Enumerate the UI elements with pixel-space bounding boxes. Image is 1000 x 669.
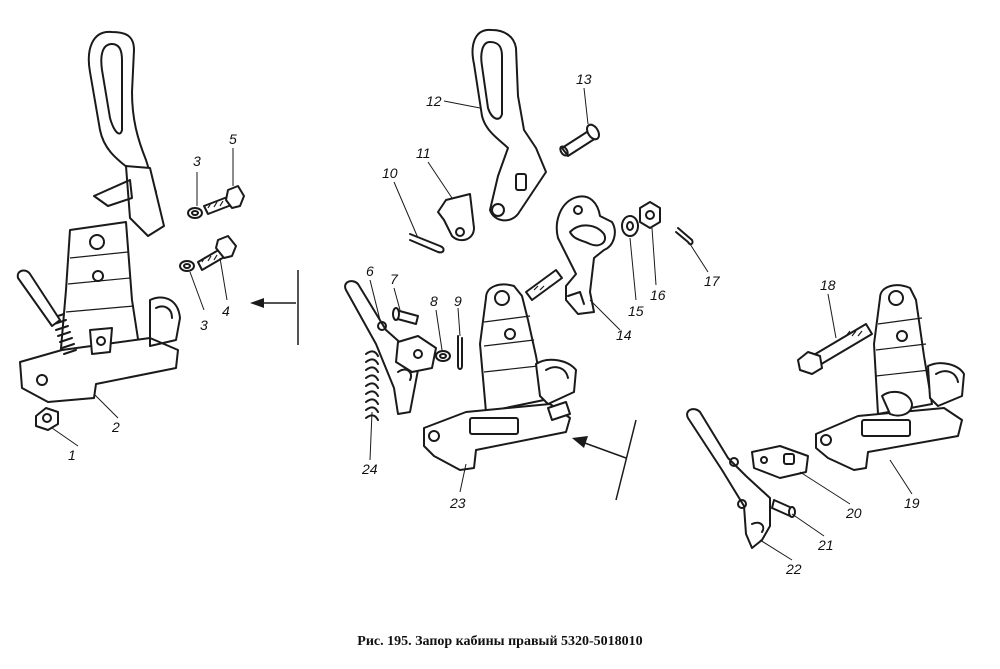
part-17-cotter-pin [675,227,694,246]
part-3-washer-upper [187,207,203,219]
label-8: 8 [430,293,438,309]
label-2: 2 [111,419,120,435]
part-24-spring [365,350,379,421]
part-20-bracket [751,445,809,479]
label-15: 15 [628,303,644,319]
part-14-hook [555,195,616,315]
part-9-cotter-pin [457,335,463,370]
label-18: 18 [820,277,836,293]
figure-caption: Рис. 195. Запор кабины правый 5320-50180… [357,634,643,649]
part-16-nut [639,201,661,229]
left-assembled-lock [16,30,181,403]
part-7-pin [392,307,419,325]
part-6-bracket [395,335,437,373]
part-18-bolt [797,323,873,375]
callout-labels: 1 2 3 3 4 5 6 7 8 9 10 11 12 13 14 15 16… [68,71,920,577]
label-14: 14 [616,327,632,343]
label-6: 6 [366,263,374,279]
label-19: 19 [904,495,920,511]
label-13: 13 [576,71,592,87]
label-17: 17 [704,273,721,289]
label-10: 10 [382,165,398,181]
part-1-nut [35,407,59,431]
part-12-handle [471,28,547,222]
label-3-upper: 3 [193,153,201,169]
assembly-arrow-left [250,270,299,345]
part-4-bolt [197,235,237,271]
part-23-lock-body [423,269,577,471]
part-5-bolt [203,185,245,215]
part-3-washer-lower [179,260,195,272]
part-10-cotter-pin [409,233,445,254]
leader-lines [51,87,913,561]
part-11-bracket-plate [437,193,475,242]
part-8-washer [435,350,451,362]
label-23: 23 [449,495,466,511]
part-22-latch-lever [686,408,771,549]
part-19-lock-body [815,284,965,471]
label-24: 24 [361,461,378,477]
label-21: 21 [817,537,834,553]
label-1: 1 [68,447,76,463]
label-5: 5 [229,131,237,147]
label-22: 22 [785,561,802,577]
label-4: 4 [222,303,230,319]
label-11: 11 [416,145,431,161]
label-16: 16 [650,287,666,303]
part-13-pin [559,123,600,157]
label-9: 9 [454,293,462,309]
label-3-lower: 3 [200,317,208,333]
label-7: 7 [390,271,399,287]
label-12: 12 [426,93,442,109]
label-20: 20 [845,505,862,521]
part-15-washer [621,215,639,237]
part-21-pin [771,499,796,518]
assembly-arrow-middle [572,419,637,501]
